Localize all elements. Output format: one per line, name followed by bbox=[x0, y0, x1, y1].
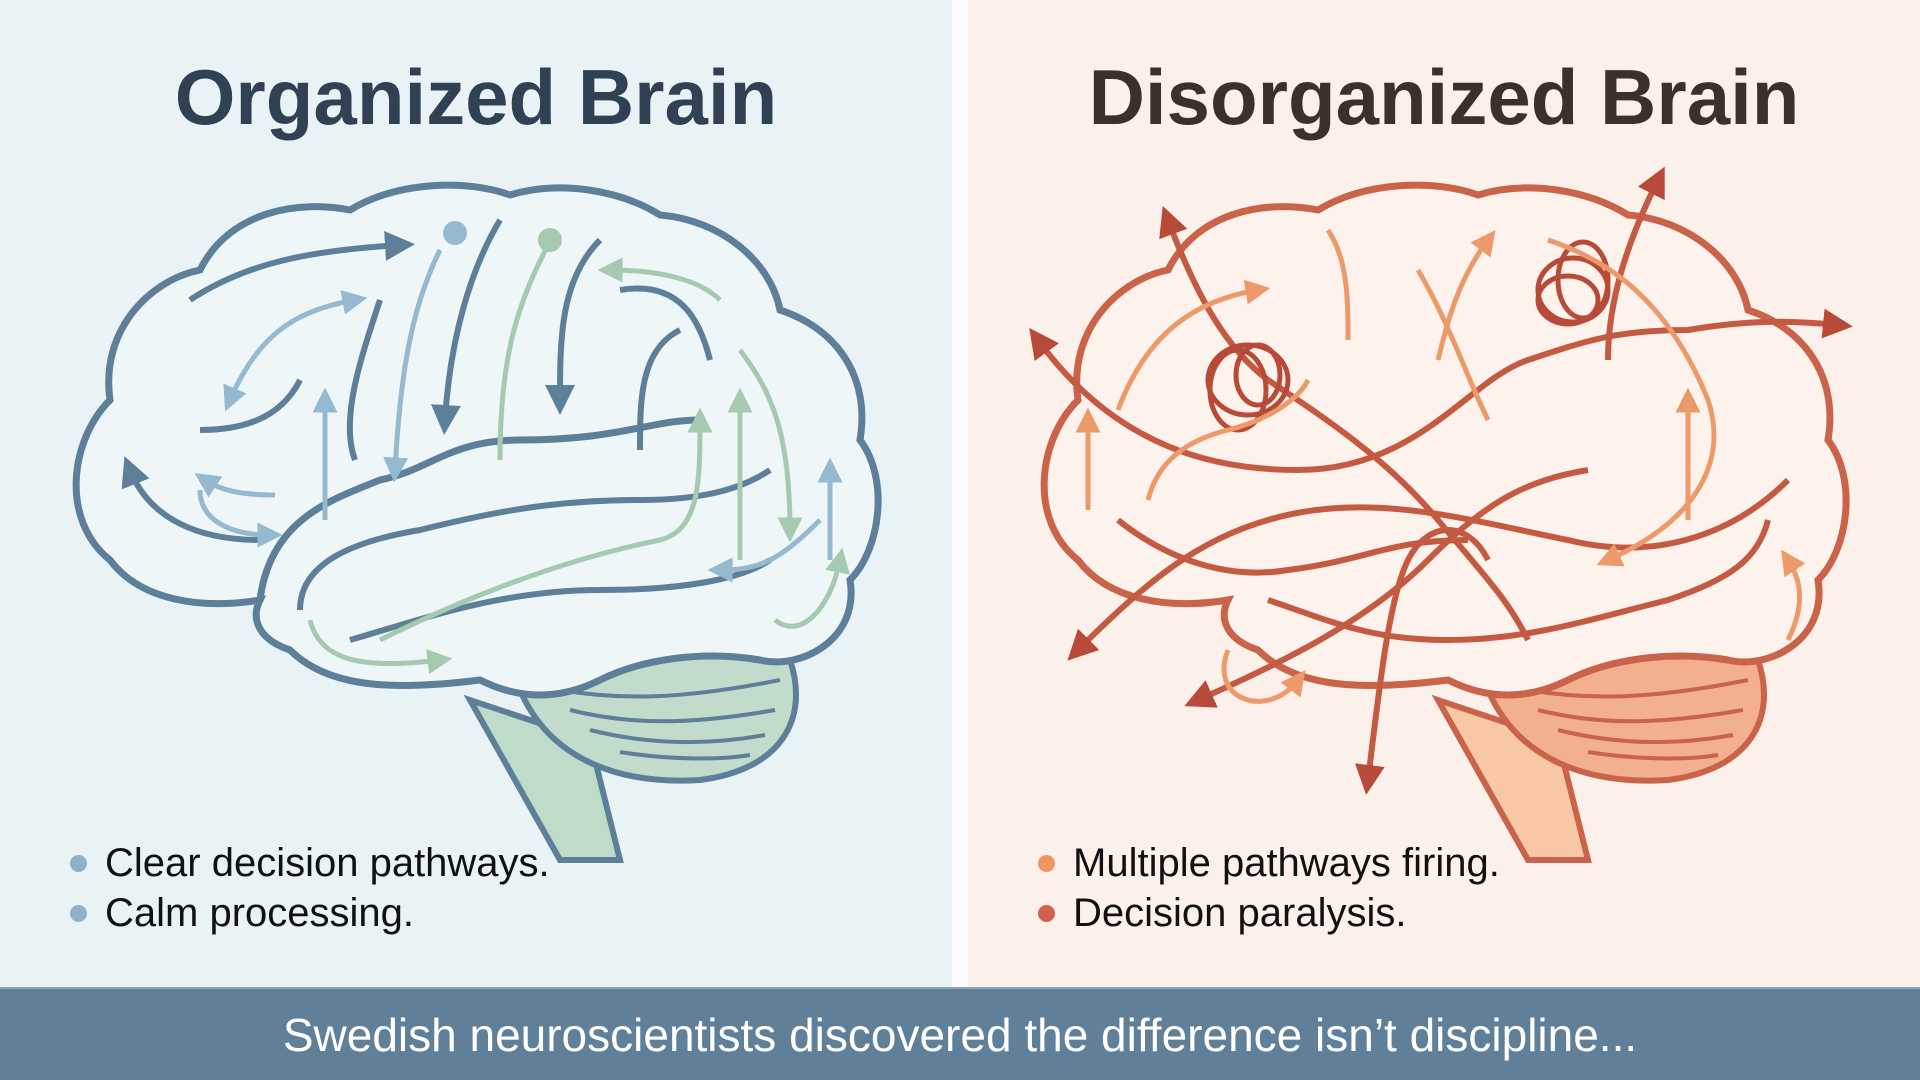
disorganized-brain-title: Disorganized Brain bbox=[1088, 53, 1800, 141]
disorganized-brain-bullets: Multiple pathways firing. Decision paral… bbox=[1038, 838, 1500, 938]
disorganized-brain-icon bbox=[1029, 166, 1853, 863]
organized-brain-icon bbox=[72, 181, 882, 863]
organized-brain-title: Organized Brain bbox=[174, 53, 778, 141]
bullet-text: Multiple pathways firing. bbox=[1073, 840, 1500, 885]
bullet-text: Calm processing. bbox=[105, 890, 415, 935]
caption-text: Swedish neuroscientists discovered the d… bbox=[282, 1008, 1638, 1061]
bullet-item: Multiple pathways firing. bbox=[1038, 838, 1500, 888]
panel-divider bbox=[952, 0, 968, 987]
bullet-dot-icon bbox=[1038, 854, 1055, 872]
bullet-item: Clear decision pathways. bbox=[70, 838, 550, 888]
caption-banner: Swedish neuroscientists discovered the d… bbox=[0, 987, 1920, 1080]
disorganized-brain-panel: Disorganized Brain bbox=[968, 0, 1920, 987]
organized-brain-bullets: Clear decision pathways. Calm processing… bbox=[70, 838, 550, 938]
bullet-dot-icon bbox=[70, 854, 87, 872]
bullet-dot-icon bbox=[1038, 904, 1055, 922]
bullet-text: Clear decision pathways. bbox=[105, 840, 550, 885]
bullet-item: Decision paralysis. bbox=[1038, 888, 1500, 938]
bullet-dot-icon bbox=[70, 904, 87, 922]
bullet-item: Calm processing. bbox=[70, 888, 550, 938]
bullet-text: Decision paralysis. bbox=[1073, 890, 1407, 935]
organized-brain-panel: Organized Brain bbox=[0, 0, 952, 987]
